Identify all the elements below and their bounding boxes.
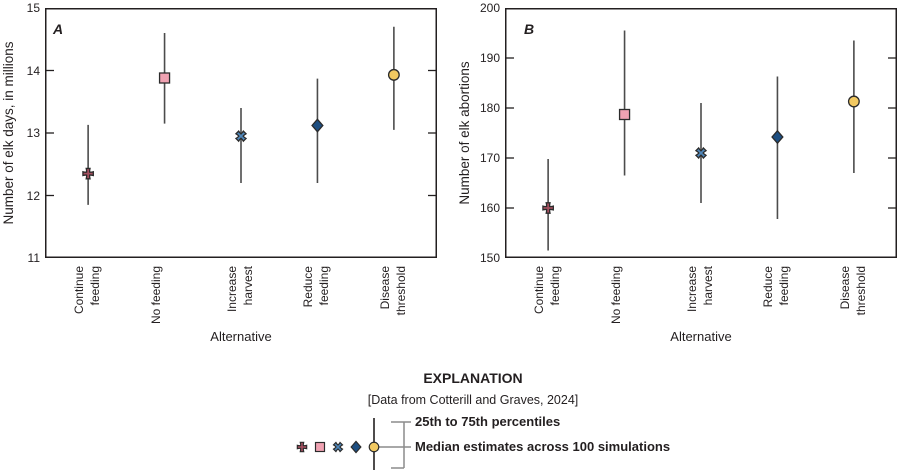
median-marker-circle [847, 95, 860, 108]
y-tick-label: 15 [26, 1, 40, 15]
y-tick-label: 150 [479, 251, 500, 265]
median-marker-x [694, 146, 708, 160]
legend-percentile-bracket [391, 421, 411, 469]
legend-marker-x [332, 441, 344, 453]
x-category-label: Reduce feeding [761, 266, 792, 308]
chart-a [45, 8, 437, 258]
explanation-title: EXPLANATION [423, 370, 523, 386]
legend-median-label: Median estimates across 100 simulations [415, 439, 671, 454]
median-marker-plus [542, 202, 554, 214]
explanation-source-note: [Data from Cotterill and Graves, 2024] [367, 393, 579, 407]
legend-key-graphic [296, 418, 411, 470]
x-axis-title-a: Alternative [210, 329, 272, 344]
median-marker-square [158, 72, 171, 84]
legend-marker-square [314, 441, 326, 453]
y-tick-label: 12 [26, 188, 40, 203]
plot-frame [45, 8, 437, 258]
median-marker-diamond [311, 118, 324, 133]
x-category-label: Disease threshold [837, 266, 868, 316]
y-tick-label: 190 [479, 51, 500, 65]
chart-b [505, 8, 897, 258]
legend-percentile-label: 25th to 75th percentiles [415, 414, 561, 429]
median-marker-plus [82, 167, 94, 180]
plot-frame [505, 8, 897, 258]
y-axis-title-b: Number of elk abortions [457, 61, 472, 205]
panel-b-letter: B [524, 21, 535, 37]
x-category-label: Increase harvest [685, 266, 715, 313]
median-marker-x [234, 130, 248, 143]
y-tick-label: 14 [26, 63, 40, 78]
panel-a-letter: A [53, 21, 64, 37]
legend-marker-plus [296, 441, 308, 453]
median-marker-circle [387, 68, 400, 81]
x-category-label: No feeding [608, 266, 623, 325]
y-tick-label: 11 [27, 251, 40, 265]
x-axis-title-b: Alternative [670, 329, 732, 344]
legend-marker-circle [368, 441, 380, 453]
y-tick-label: 160 [479, 201, 500, 215]
median-marker-diamond [771, 129, 784, 145]
legend-marker-diamond [350, 440, 362, 454]
y-tick-label: 170 [479, 151, 500, 165]
y-tick-label: 180 [479, 101, 500, 115]
median-marker-square [618, 108, 631, 121]
y-tick-label: 13 [26, 126, 40, 140]
y-tick-label: 200 [479, 1, 500, 15]
x-category-label: Continue feeding [532, 266, 563, 315]
